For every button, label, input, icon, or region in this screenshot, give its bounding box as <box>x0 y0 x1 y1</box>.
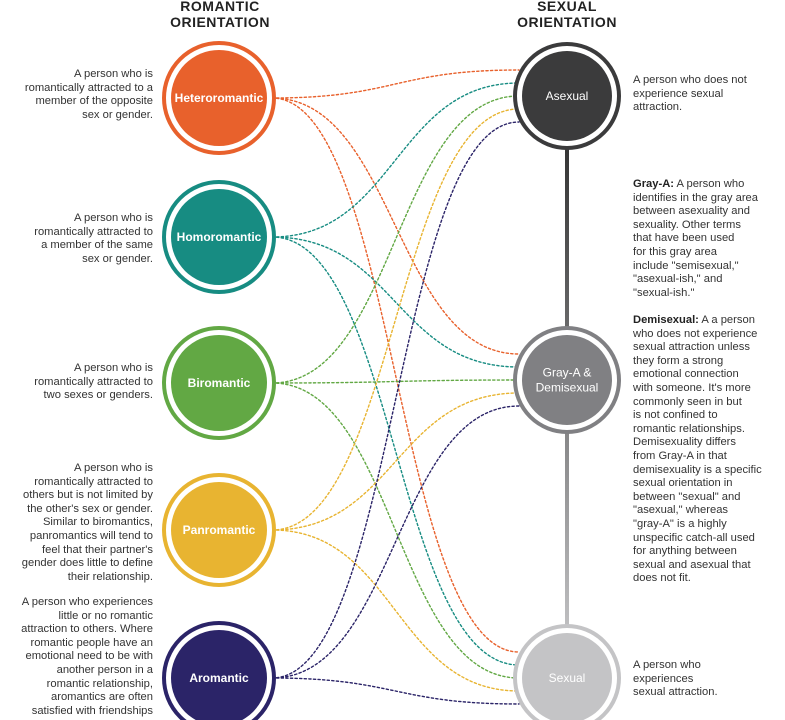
link-aro-to-sexual <box>271 677 520 705</box>
bi-node: Biromantic <box>162 326 276 440</box>
sexual-orientation-heading: SEXUAL ORIENTATION <box>517 0 617 30</box>
link-hetero-to-gray <box>271 97 520 355</box>
gray-node: Gray-A &Demisexual <box>513 326 621 434</box>
hetero-node: Heteroromantic <box>162 41 276 155</box>
link-pan-to-gray <box>271 392 520 531</box>
aro-circle <box>171 630 267 720</box>
panromantic-description: A person who is romantically attracted t… <box>21 462 153 583</box>
pan-label: Panromantic <box>183 523 256 537</box>
pan-node: Panromantic <box>162 473 276 587</box>
demisexual-text: A a person who does not experience sexua… <box>633 314 762 585</box>
link-bi-to-gray <box>271 379 520 384</box>
bi-label: Biromantic <box>188 376 251 390</box>
link-aro-to-asexual <box>271 121 520 679</box>
asexual-circle <box>522 51 612 141</box>
link-homo-to-gray <box>271 236 520 368</box>
aromantic-description: A person who experiences little or no ro… <box>21 596 153 717</box>
gray-a-description: Gray-A: A person who identifies in the g… <box>633 178 783 300</box>
link-pan-to-asexual <box>271 108 520 531</box>
gray-a-term: Gray-A: <box>633 178 675 190</box>
gray-a-text: A person who identifies in the gray area… <box>633 178 759 299</box>
romantic-orientation-heading: ROMANTIC ORIENTATION <box>170 0 270 30</box>
hetero-circle <box>171 50 267 146</box>
gray-label: Demisexual <box>536 381 599 395</box>
aro-node: Aromantic <box>162 621 276 720</box>
sexual-circle <box>522 633 612 720</box>
link-bi-to-asexual <box>271 95 520 384</box>
homo-label: Homoromantic <box>177 230 262 244</box>
asexual-description: A person who does not experience sexual … <box>633 74 747 114</box>
link-hetero-to-asexual <box>271 69 520 99</box>
demisexual-description: Demisexual: A a person who does not expe… <box>633 314 783 586</box>
link-pan-to-sexual <box>271 529 520 692</box>
aro-label: Aromantic <box>189 671 249 685</box>
link-homo-to-asexual <box>271 82 520 238</box>
homo-circle <box>171 189 267 285</box>
asexual-label: Asexual <box>546 89 589 103</box>
biromantic-description: A person who is romantically attracted t… <box>34 362 153 402</box>
asexual-node: Asexual <box>513 42 621 150</box>
gray-circle <box>522 335 612 425</box>
sexual-description: A person who experiences sexual attracti… <box>633 659 718 699</box>
homoromantic-description: A person who is romantically attracted t… <box>34 212 153 265</box>
demisexual-term: Demisexual: <box>633 314 699 326</box>
hetero-label: Heteroromantic <box>175 91 264 105</box>
sexual-label: Sexual <box>549 671 586 685</box>
connection-lines <box>271 69 520 705</box>
orientation-nodes: HeteroromanticHomoromanticBiromanticPanr… <box>162 41 621 720</box>
homo-node: Homoromantic <box>162 180 276 294</box>
pan-circle <box>171 482 267 578</box>
link-bi-to-sexual <box>271 382 520 679</box>
link-homo-to-sexual <box>271 236 520 666</box>
link-aro-to-gray <box>271 405 520 679</box>
bi-circle <box>171 335 267 431</box>
sexual-node: Sexual <box>513 624 621 720</box>
heteroromantic-description: A person who is romantically attracted t… <box>24 68 153 121</box>
link-hetero-to-sexual <box>271 97 520 653</box>
gray-label: Gray-A & <box>543 366 592 380</box>
